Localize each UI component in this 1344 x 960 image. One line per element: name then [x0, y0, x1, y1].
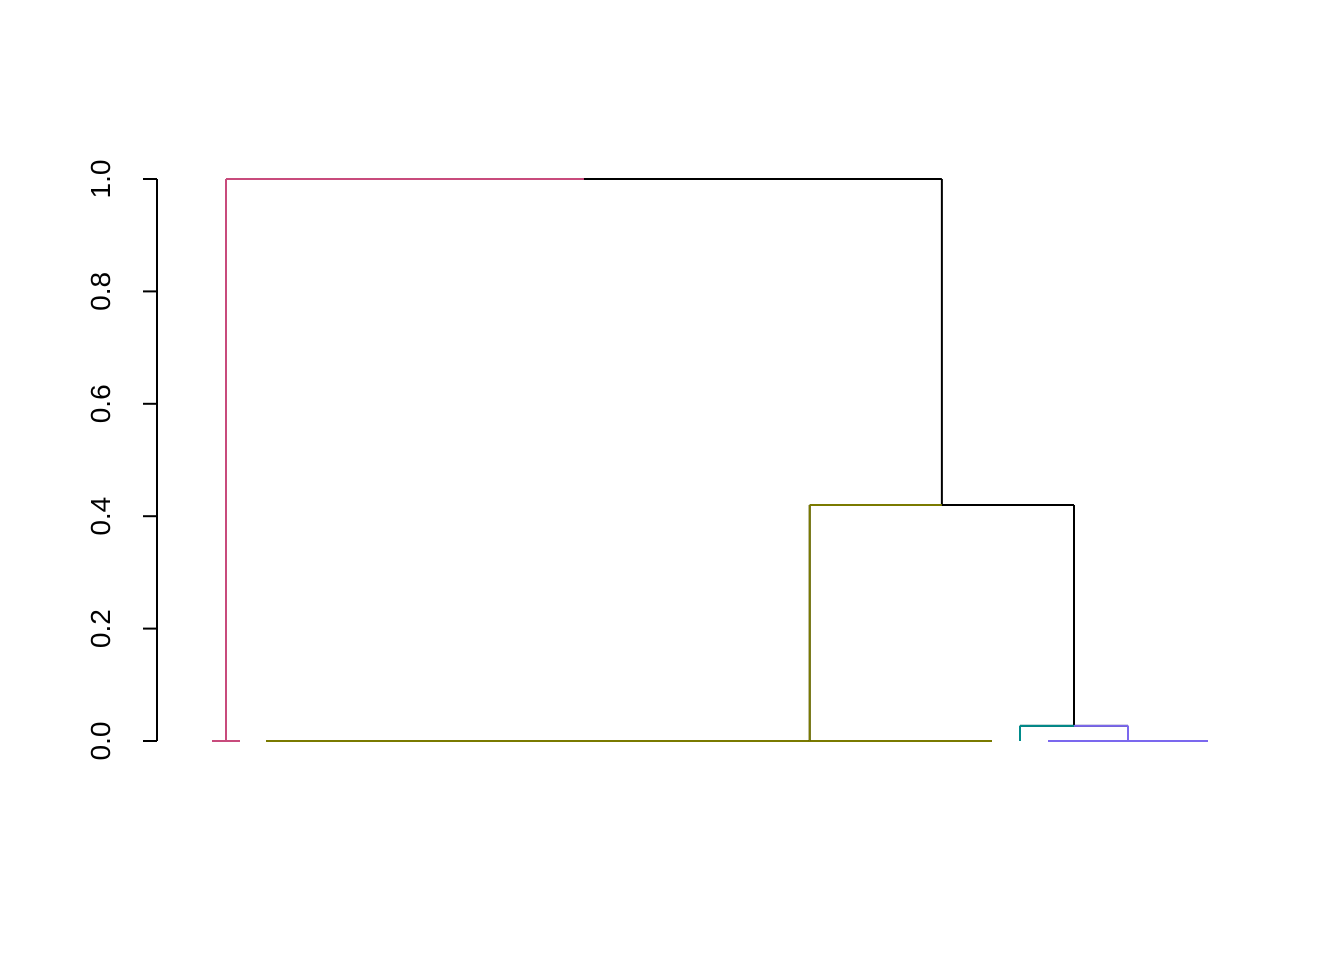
dendrogram-tree: [212, 178, 1208, 742]
y-tick-label: 1.0: [85, 160, 116, 199]
y-axis: 0.0 0.2 0.4 0.6 0.8 1.0: [85, 160, 158, 761]
y-tick-label: 0.0: [85, 722, 116, 761]
y-tick-label: 0.4: [85, 497, 116, 536]
y-tick-label: 0.8: [85, 272, 116, 311]
y-tick-label: 0.6: [85, 384, 116, 423]
y-tick-label: 0.2: [85, 609, 116, 648]
